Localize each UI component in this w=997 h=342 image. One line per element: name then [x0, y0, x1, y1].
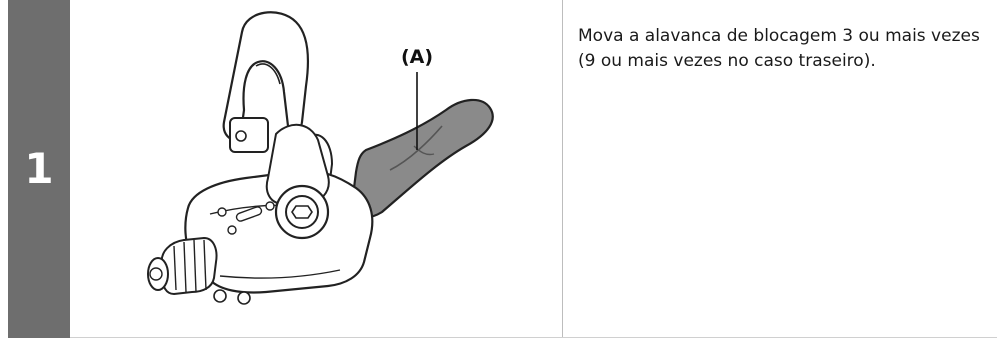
barrel-adjuster	[147, 237, 218, 295]
instruction-text: Mova a alavanca de blocagem 3 ou mais ve…	[578, 26, 980, 71]
shift-lever-drawing: (A)	[147, 11, 494, 305]
step-number-column: 1	[8, 0, 70, 338]
lock-lever-A	[350, 98, 494, 219]
step-number: 1	[24, 144, 54, 193]
column-divider	[562, 0, 563, 338]
callout-label-A: (A)	[401, 46, 433, 68]
instruction-step: 1	[8, 0, 997, 338]
shifter-illustration: (A)	[70, 0, 562, 338]
clamp-bolt	[229, 117, 269, 153]
